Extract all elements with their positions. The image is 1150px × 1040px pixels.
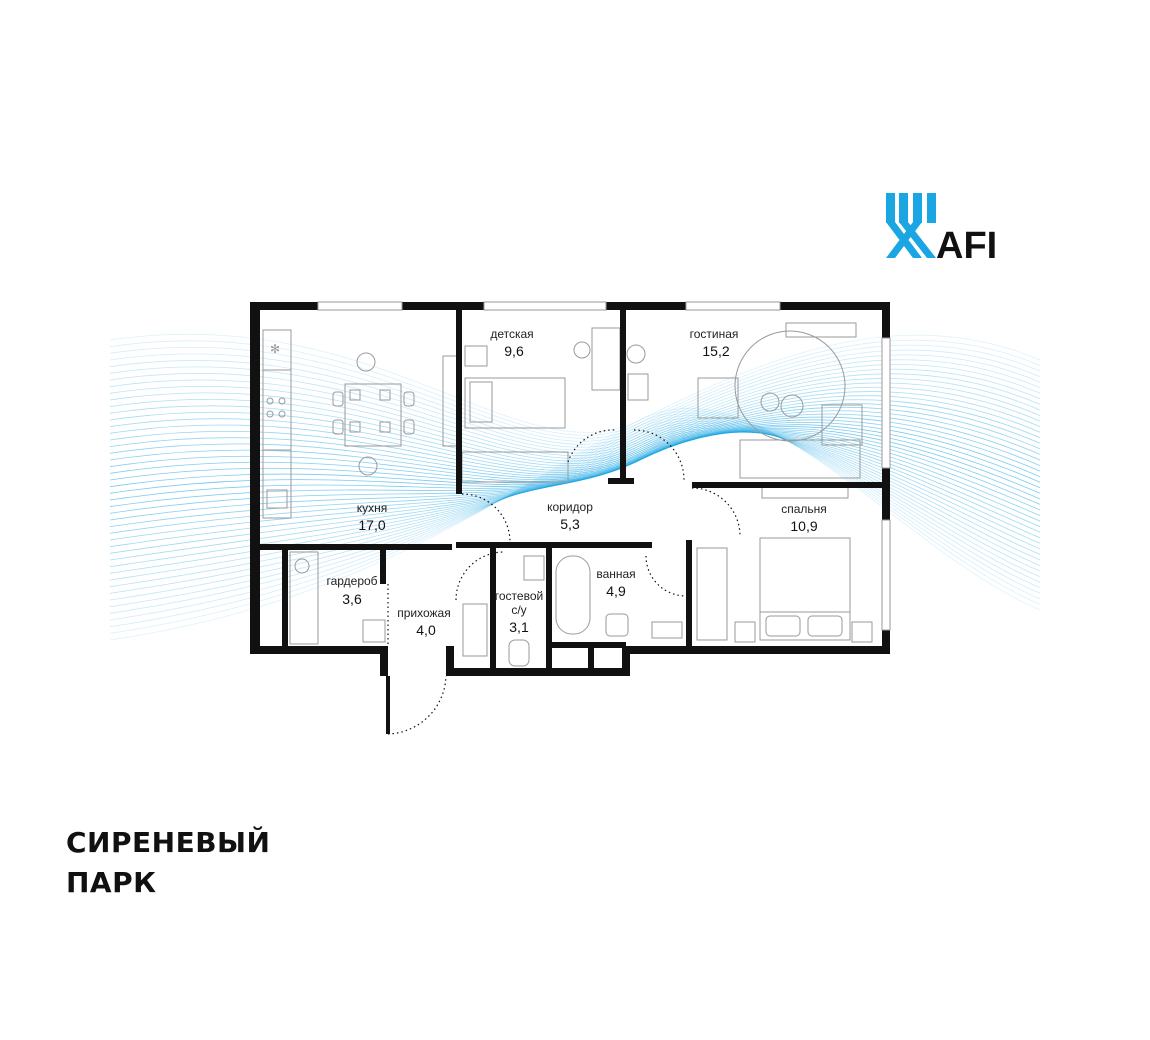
wave-line [109, 429, 1041, 561]
bedroom-area: 10,9 [790, 518, 817, 534]
wave-line [109, 431, 1041, 534]
wave-line [109, 431, 1041, 521]
project-title: СИРЕНЕВЫЙ ПАРК [66, 823, 270, 903]
wave-line [109, 364, 1041, 451]
guest-wc-area: 3,1 [509, 619, 529, 635]
corridor-area: 5,3 [560, 516, 580, 532]
afi-logo-text: AFI [936, 225, 997, 267]
wave-line [109, 423, 1041, 594]
living-room-name: гостиная [690, 327, 739, 341]
kitchen-area: 17,0 [358, 517, 385, 533]
wave-line [109, 430, 1041, 554]
wave-line [109, 378, 1041, 459]
furniture: ✻ [262, 322, 873, 667]
project-title-line1: СИРЕНЕВЫЙ [66, 826, 271, 859]
wave-line [109, 431, 1041, 541]
decorative-waves [109, 333, 1041, 641]
hall-area: 4,0 [416, 622, 436, 638]
windows [317, 301, 891, 631]
entrance-door-leaf [386, 676, 390, 734]
wardrobe-area: 3,6 [342, 591, 362, 607]
guest-wc-name-line1: гостевой [495, 589, 543, 603]
wave-line [109, 412, 1041, 628]
wave-line [109, 417, 1041, 614]
bathroom-name: ванная [596, 567, 635, 581]
doors [387, 429, 741, 735]
bedroom-name: спальня [781, 502, 827, 516]
guest-wc-name-line2: с/у [511, 603, 526, 617]
wave-line [109, 391, 1041, 467]
wave-line [109, 429, 1041, 508]
wave-line [109, 354, 1041, 445]
wave-line [109, 333, 1041, 433]
wave-line [109, 415, 1041, 621]
wave-line [109, 359, 1041, 448]
wave-line [109, 410, 1041, 634]
wave-line [109, 431, 1041, 528]
kids-room-name: детская [490, 327, 533, 341]
wave-line [109, 419, 1041, 482]
wave-line [109, 344, 1041, 439]
wave-line [109, 430, 1041, 514]
wave-line [109, 408, 1041, 641]
kitchen-name: кухня [357, 501, 388, 515]
wave-line [109, 419, 1041, 608]
corridor-name: коридор [547, 500, 593, 514]
svg-text:✻: ✻ [270, 342, 280, 356]
wave-line [109, 421, 1041, 601]
afi-logo: AFI [886, 193, 997, 267]
hall-name: прихожая [397, 606, 450, 620]
wardrobe-name: гардероб [326, 574, 377, 588]
wave-line [109, 429, 1041, 568]
project-title-line2: ПАРК [66, 866, 157, 899]
wave-line [109, 426, 1041, 581]
afi-logo-mark [886, 193, 936, 258]
bathroom-area: 4,9 [606, 583, 626, 599]
room-labels: кухня 17,0 детская 9,6 гостиная 15,2 кор… [326, 327, 826, 638]
living-room-area: 15,2 [702, 343, 729, 359]
wave-line [109, 427, 1041, 574]
wave-line [109, 431, 1041, 548]
wave-line [109, 339, 1041, 436]
wave-line [109, 349, 1041, 442]
kids-room-area: 9,6 [504, 343, 524, 359]
wave-line [109, 410, 1041, 477]
